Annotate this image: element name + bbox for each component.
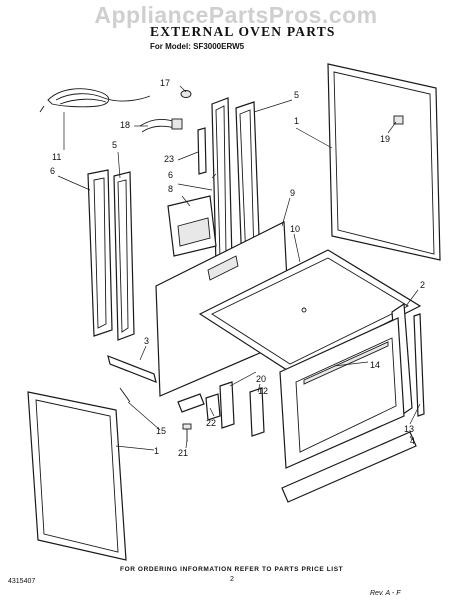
- ordering-note: FOR ORDERING INFORMATION REFER TO PARTS …: [120, 566, 344, 573]
- callout-23: 23: [164, 154, 174, 164]
- callout-1-left: 1: [154, 446, 159, 456]
- callout-21: 21: [178, 448, 188, 458]
- part-19-clip[interactable]: [393, 115, 404, 125]
- part-21-screw[interactable]: [182, 423, 192, 442]
- callout-leaders: [57, 85, 421, 451]
- part-15-side-trim[interactable]: [119, 387, 131, 403]
- part-18-wire-plug[interactable]: [139, 118, 183, 133]
- part-13-vertical-trim[interactable]: [413, 313, 425, 417]
- callout-11: 11: [52, 152, 61, 162]
- part-22-leveling-legs[interactable]: [177, 393, 221, 421]
- callout-1-right: 1: [294, 116, 299, 126]
- watermark: AppliancePartsPros.com: [94, 2, 378, 28]
- page-title: EXTERNAL OVEN PARTS: [150, 24, 336, 39]
- callout-5-left: 5: [112, 140, 117, 150]
- callout-8: 8: [168, 184, 173, 194]
- part-14-front-frame[interactable]: [279, 317, 405, 469]
- part-3-bottom-strip[interactable]: [107, 355, 157, 383]
- callout-9: 9: [290, 188, 295, 198]
- callout-3: 3: [144, 336, 149, 346]
- part-20-bracket[interactable]: [219, 381, 235, 429]
- part-17-cap[interactable]: [180, 90, 192, 98]
- callout-4: 4: [410, 436, 415, 446]
- part-1-right-side-panel[interactable]: [327, 63, 441, 261]
- callout-18: 18: [120, 120, 130, 130]
- part-6-left-side-rail[interactable]: [87, 169, 113, 337]
- page-number: 2: [230, 576, 234, 583]
- callout-22: 22: [206, 418, 216, 428]
- callout-5-right: 5: [294, 90, 299, 100]
- part-23-strip[interactable]: [197, 127, 207, 175]
- document-number: 4315407: [8, 578, 36, 585]
- part-10-cooktop-panel[interactable]: [198, 249, 422, 373]
- revision-label: Rev. A - F: [370, 590, 401, 597]
- part-4-kick-plate[interactable]: [281, 431, 417, 503]
- part-11-wire-harness[interactable]: [39, 88, 151, 113]
- part-1-left-side-panel[interactable]: [27, 391, 127, 561]
- callout-15: 15: [156, 426, 166, 436]
- callout-20: 20: [256, 374, 266, 384]
- model-label: For Model: SF3000ERW5: [150, 42, 245, 51]
- part-8-bracket[interactable]: [167, 195, 217, 257]
- callout-2: 2: [420, 280, 425, 290]
- part-5-left-side-rail[interactable]: [113, 171, 135, 341]
- callout-6-right: 6: [168, 170, 173, 180]
- callout-10: 10: [290, 224, 300, 234]
- callout-19: 19: [380, 134, 390, 144]
- callout-14: 14: [370, 360, 380, 370]
- callout-13: 13: [404, 424, 414, 434]
- part-12-bracket[interactable]: [249, 387, 265, 437]
- callout-12: 12: [258, 386, 268, 396]
- callout-6-left: 6: [50, 166, 55, 176]
- callout-17: 17: [160, 78, 170, 88]
